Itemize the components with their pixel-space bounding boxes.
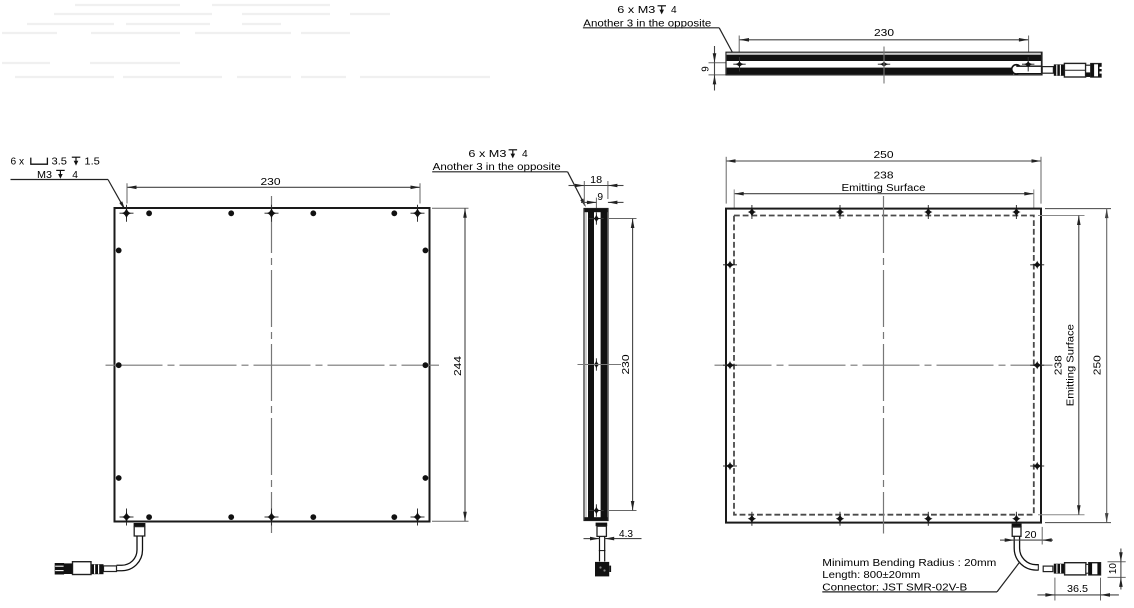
svg-text:20: 20 (1025, 530, 1037, 541)
svg-text:230: 230 (621, 354, 632, 375)
svg-text:Length: 800±20mm: Length: 800±20mm (822, 570, 920, 581)
svg-text:Minimum Bending Radius : 20mm: Minimum Bending Radius : 20mm (822, 558, 996, 569)
svg-text:M3: M3 (37, 170, 52, 181)
svg-text:Connector: JST SMR-02V-B: Connector: JST SMR-02V-B (822, 582, 967, 593)
svg-text:Emitting Surface: Emitting Surface (842, 183, 926, 194)
svg-text:1.5: 1.5 (84, 157, 100, 168)
svg-text:10: 10 (1108, 563, 1119, 575)
svg-text:4: 4 (671, 5, 677, 16)
svg-text:18: 18 (590, 175, 602, 186)
svg-text:250: 250 (1093, 355, 1104, 376)
svg-text:6 x M3: 6 x M3 (468, 149, 506, 160)
svg-text:36.5: 36.5 (1067, 584, 1088, 595)
svg-text:238: 238 (874, 171, 894, 182)
svg-text:4.3: 4.3 (619, 529, 633, 540)
svg-text:6 x: 6 x (11, 157, 25, 168)
svg-text:Another 3 in the opposite: Another 3 in the opposite (583, 18, 711, 29)
svg-text:238: 238 (1054, 355, 1065, 376)
svg-text:9: 9 (597, 192, 603, 203)
svg-text:4: 4 (522, 149, 528, 160)
svg-text:4: 4 (72, 170, 78, 181)
svg-text:250: 250 (874, 150, 894, 161)
svg-text:6 x M3: 6 x M3 (617, 5, 655, 16)
svg-text:230: 230 (874, 28, 894, 39)
svg-text:230: 230 (261, 177, 281, 188)
svg-text:Emitting Surface: Emitting Surface (1066, 324, 1077, 407)
svg-text:3.5: 3.5 (52, 157, 68, 168)
svg-text:244: 244 (453, 355, 464, 376)
svg-text:9: 9 (700, 66, 711, 71)
svg-text:Another 3 in the opposite: Another 3 in the opposite (433, 162, 561, 173)
